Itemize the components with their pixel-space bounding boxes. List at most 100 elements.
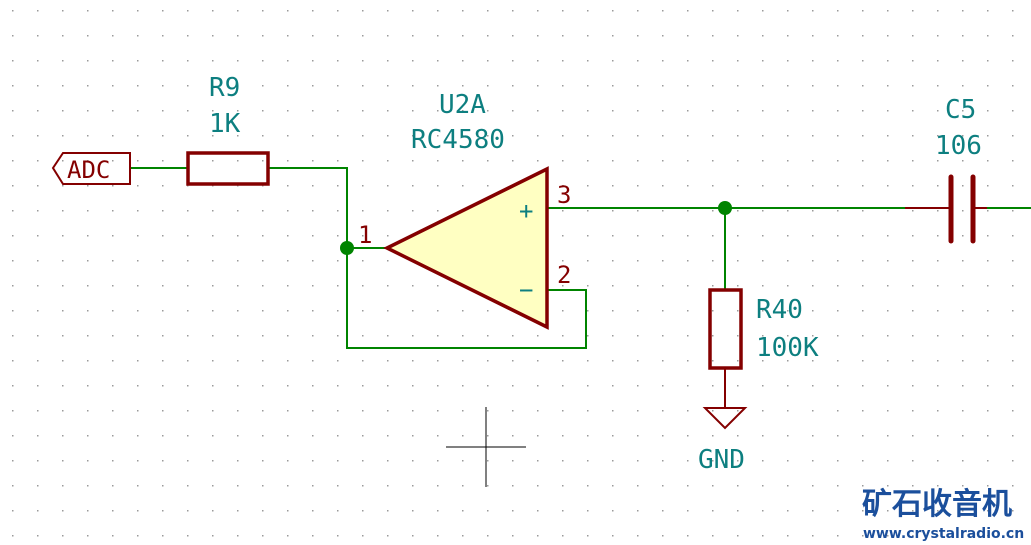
r9-value: 1K	[209, 109, 241, 139]
grid-dot	[262, 260, 264, 262]
grid-dot	[87, 60, 89, 62]
grid-dot	[387, 385, 389, 387]
grid-dot	[262, 385, 264, 387]
grid-dot	[112, 235, 114, 237]
grid-dot	[487, 110, 489, 112]
grid-dot	[487, 310, 489, 312]
grid-dot	[637, 260, 639, 262]
grid-dot	[462, 160, 464, 162]
grid-dot	[287, 260, 289, 262]
grid-dot	[237, 460, 239, 462]
grid-dot	[312, 10, 314, 12]
grid-dot	[362, 60, 364, 62]
grid-dot	[737, 160, 739, 162]
grid-dot	[212, 310, 214, 312]
grid-dot	[262, 35, 264, 37]
grid-dot	[287, 160, 289, 162]
grid-dot	[812, 210, 814, 212]
capacitor-c5[interactable]: C5 106	[905, 95, 987, 244]
grid-dot	[687, 535, 689, 537]
grid-dot	[412, 60, 414, 62]
grid-dot	[212, 360, 214, 362]
grid-dot	[62, 135, 64, 137]
grid-dot	[687, 360, 689, 362]
grid-dot	[762, 535, 764, 537]
grid-dot	[237, 10, 239, 12]
grid-dot	[937, 210, 939, 212]
grid-dot	[1012, 460, 1014, 462]
grid-dot	[287, 460, 289, 462]
grid-dot	[987, 110, 989, 112]
grid-dot	[587, 185, 589, 187]
resistor-r40[interactable]: R40 100K	[708, 288, 819, 408]
grid-dot	[137, 260, 139, 262]
grid-dot	[662, 110, 664, 112]
grid-dot	[412, 485, 414, 487]
grid-dot	[937, 410, 939, 412]
grid-dot	[237, 435, 239, 437]
grid-dot	[37, 110, 39, 112]
grid-dot	[287, 185, 289, 187]
grid-dot	[862, 435, 864, 437]
grid-dot	[287, 110, 289, 112]
grid-dot	[37, 535, 39, 537]
resistor-r9[interactable]: R9 1K	[186, 73, 270, 186]
grid-dot	[662, 310, 664, 312]
grid-dot	[337, 360, 339, 362]
pin-1-number: 1	[358, 221, 372, 249]
grid-dot	[12, 110, 14, 112]
grid-dot	[1012, 210, 1014, 212]
grid-dot	[612, 460, 614, 462]
gnd-triangle-icon	[702, 407, 748, 430]
grid-dot	[1012, 485, 1014, 487]
grid-dot	[737, 310, 739, 312]
grid-dot	[837, 485, 839, 487]
u2a-value: RC4580	[411, 125, 505, 155]
grid-dot	[787, 410, 789, 412]
grid-dot	[287, 310, 289, 312]
grid-dot	[487, 510, 489, 512]
grid-dot	[762, 235, 764, 237]
grid-dot	[37, 35, 39, 37]
grid-dot	[37, 460, 39, 462]
grid-dot	[262, 410, 264, 412]
grid-dot	[187, 385, 189, 387]
grid-dot	[737, 110, 739, 112]
grid-dot	[762, 335, 764, 337]
grid-dot	[762, 60, 764, 62]
grid-dot	[162, 535, 164, 537]
adc-port[interactable]: ADC	[51, 152, 131, 185]
grid-dot	[212, 535, 214, 537]
wire-r9-node1[interactable]	[268, 167, 348, 248]
grid-dot	[862, 510, 864, 512]
grid-dot	[12, 460, 14, 462]
grid-dot	[937, 285, 939, 287]
grid-dot	[37, 360, 39, 362]
grid-dot	[62, 335, 64, 337]
gnd-symbol[interactable]: GND	[698, 407, 748, 475]
grid-dot	[812, 410, 814, 412]
grid-dot	[437, 310, 439, 312]
grid-dot	[962, 285, 964, 287]
grid-dot	[862, 185, 864, 187]
grid-dot	[137, 35, 139, 37]
grid-dot	[687, 210, 689, 212]
grid-dot	[937, 510, 939, 512]
opamp-u2a[interactable]: U2A RC4580 1 3 2 + −	[358, 90, 571, 330]
grid-dot	[762, 460, 764, 462]
grid-dot	[62, 285, 64, 287]
grid-dot	[262, 210, 264, 212]
grid-dot	[387, 535, 389, 537]
wire-feedback[interactable]	[346, 248, 587, 349]
grid-dot	[712, 460, 714, 462]
grid-dot	[687, 385, 689, 387]
grid-dot	[587, 285, 589, 287]
grid-dot	[812, 510, 814, 512]
grid-dot	[87, 510, 89, 512]
grid-dot	[137, 335, 139, 337]
grid-dot	[887, 60, 889, 62]
grid-dot	[562, 10, 564, 12]
grid-dot	[712, 210, 714, 212]
grid-dot	[587, 10, 589, 12]
